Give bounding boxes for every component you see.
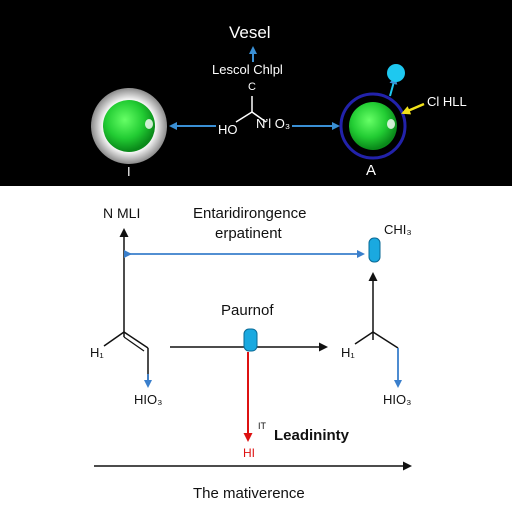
left-branch-label: H₁ — [90, 345, 104, 360]
right-green-node — [339, 92, 407, 160]
right-branch — [354, 272, 402, 388]
y-axis-label: N MLI — [103, 205, 141, 221]
emphasis-superscript: IT — [258, 421, 266, 431]
center-label: Paurnof — [221, 302, 274, 319]
top-right-capsule — [368, 237, 381, 263]
right-group-label: N’l O₃ — [256, 116, 291, 131]
header-line-1: Entaridirongence — [193, 205, 307, 222]
red-arrow-label: HI — [243, 446, 255, 460]
cyan-dot — [387, 64, 405, 82]
footer-caption: The mativerence — [193, 485, 305, 502]
center-capsule — [243, 328, 258, 352]
left-branch — [103, 331, 152, 388]
emphasis-label: Leadininty — [274, 427, 350, 444]
yellow-pointer-arrow — [401, 102, 425, 115]
left-product-label: HIO₃ — [134, 392, 163, 407]
top-title: Vesel — [229, 23, 271, 42]
left-green-node — [91, 88, 167, 164]
molecule-atom-label: C — [248, 81, 256, 93]
molecule-bonds — [235, 96, 267, 123]
top-panel-background — [0, 0, 512, 186]
right-product-label: HIO₃ — [383, 392, 412, 407]
right-top-label: CHI₃ — [384, 222, 412, 237]
molecule-label: Lescol Chlpl — [212, 62, 283, 77]
right-branch-label: H₁ — [341, 345, 355, 360]
header-line-2: erpatinent — [215, 225, 282, 242]
left-group-label: HO — [218, 122, 238, 137]
side-label: Cl HLL — [427, 94, 467, 109]
right-node-caption: A — [366, 162, 377, 179]
left-node-caption: I — [127, 164, 131, 179]
